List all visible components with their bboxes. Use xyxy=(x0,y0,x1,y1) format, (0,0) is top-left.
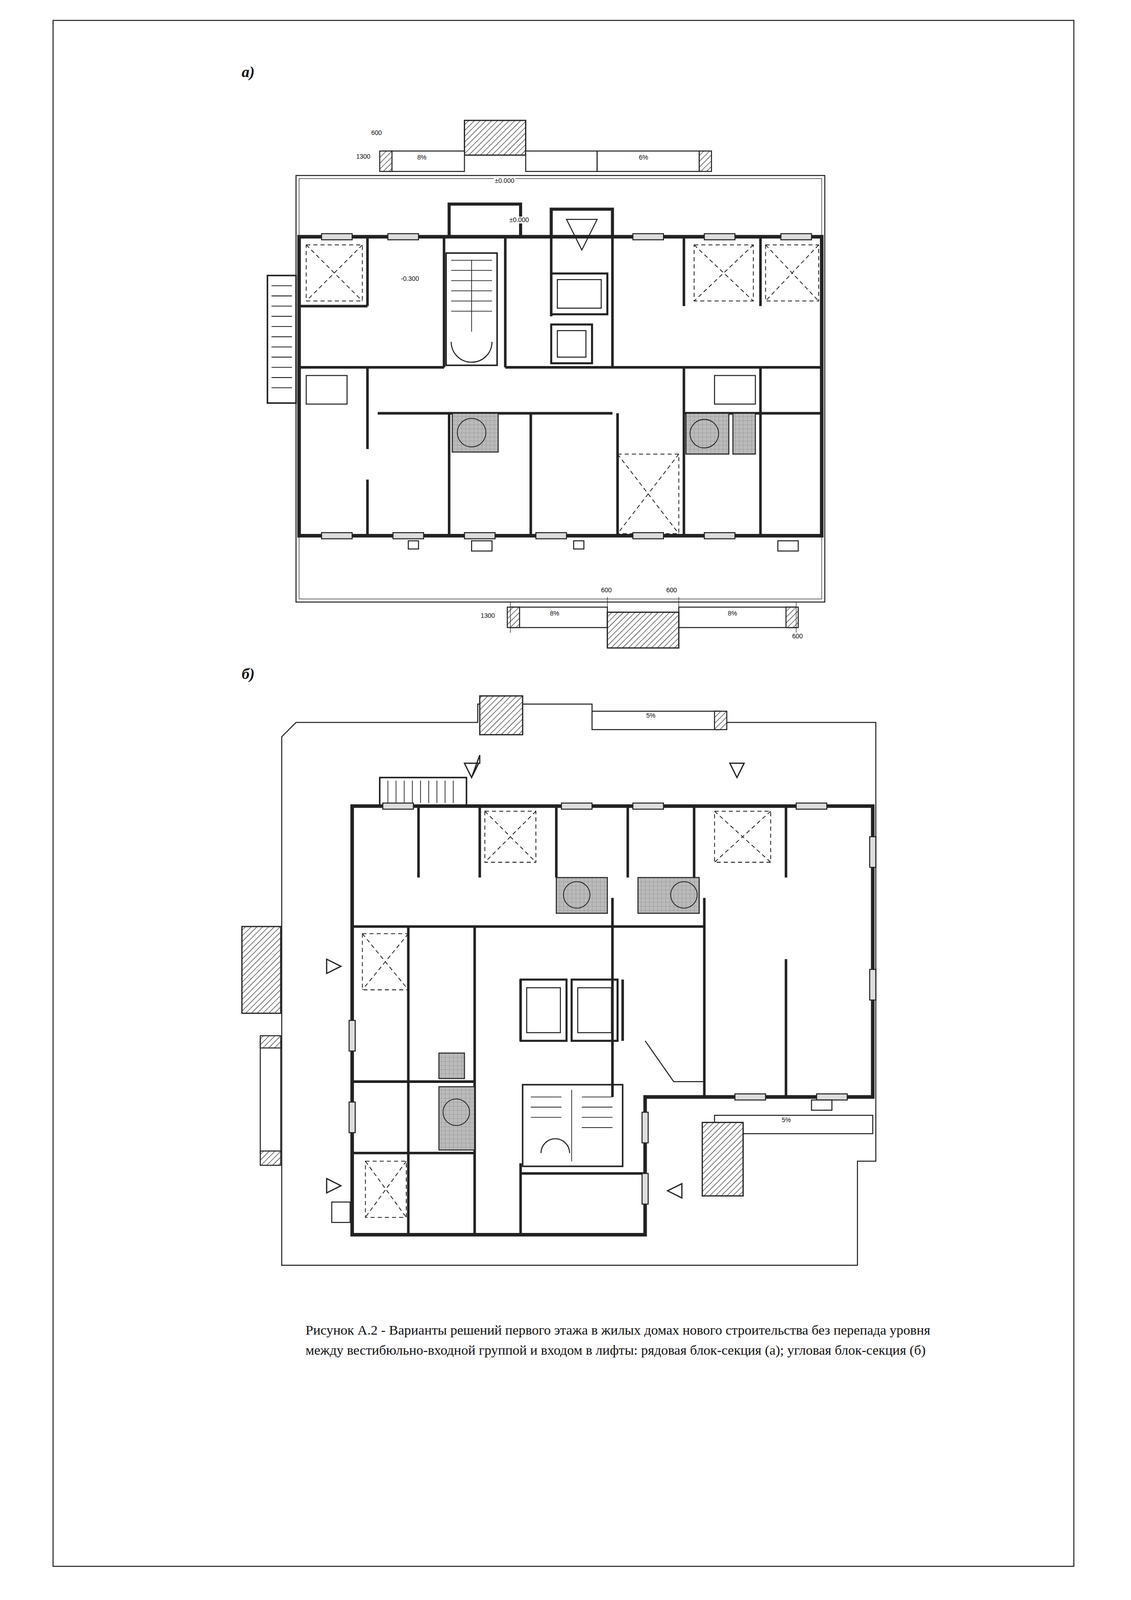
slope-label: 5% xyxy=(780,1116,792,1124)
level-mark: ±0.000 xyxy=(493,177,516,185)
slope-label: 8% xyxy=(549,610,561,618)
dimension: 600 xyxy=(370,129,383,137)
dimension: 600 xyxy=(600,586,613,594)
slope-label: 8% xyxy=(726,610,738,618)
dimension: 1300 xyxy=(479,612,496,620)
part-letter: а) xyxy=(240,63,256,81)
dimension: 1300 xyxy=(355,153,372,161)
slope-label: 8% xyxy=(416,154,428,161)
slope-label: 5% xyxy=(645,712,657,720)
slope-label: 6% xyxy=(638,154,649,161)
dimension: 600 xyxy=(665,586,678,594)
figure-caption: Рисунок А.2 - Варианты решений первого э… xyxy=(305,1320,935,1361)
dimension: 600 xyxy=(791,632,804,640)
part-letter: б) xyxy=(240,665,256,683)
level-mark: ±0.000 xyxy=(508,216,530,224)
level-mark: -0.300 xyxy=(399,275,421,283)
